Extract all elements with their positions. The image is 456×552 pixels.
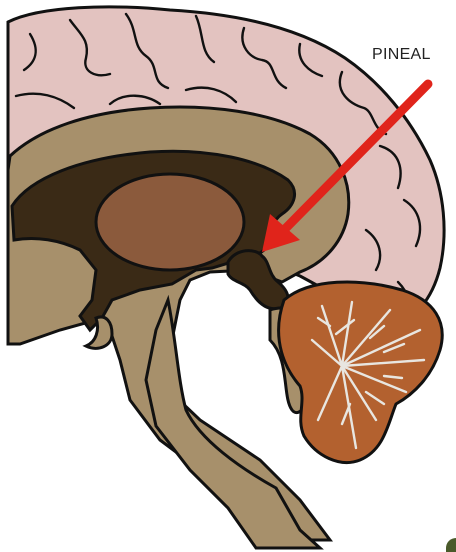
brainstem [144, 294, 324, 550]
pituitary [82, 315, 114, 350]
thalamus [94, 172, 246, 272]
arrow-icon [262, 79, 433, 252]
gyri-lines [14, 12, 422, 318]
arbor-vitae [310, 300, 426, 450]
pineal-label: PINEAL [372, 46, 431, 63]
corner-decoration [446, 538, 456, 552]
